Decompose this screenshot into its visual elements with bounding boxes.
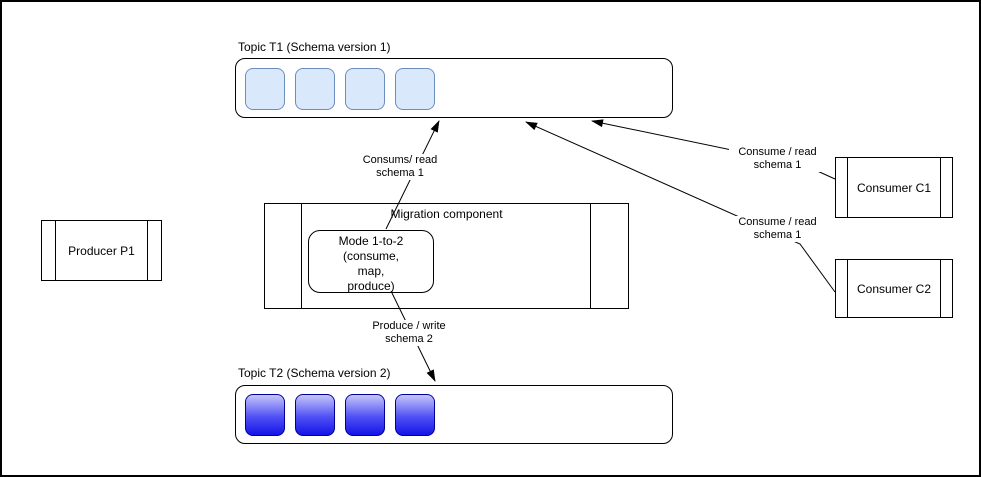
edge-label-c2-consume: Consume / read schema 1 <box>729 216 826 242</box>
edge-label-line: schema 1 <box>753 159 802 171</box>
t2-message-square <box>245 394 285 436</box>
process-bar <box>847 260 848 317</box>
edge-label-migration-consume: Consums/ read schema 1 <box>354 154 446 180</box>
process-bar <box>147 221 148 280</box>
t1-message-square <box>345 68 385 110</box>
producer-p1-label: Producer P1 <box>68 243 135 258</box>
t2-message-square <box>395 394 435 436</box>
topic-t2-container <box>235 385 673 444</box>
t1-message-square <box>395 68 435 110</box>
consumer-c2-label: Consumer C2 <box>856 281 932 296</box>
topic-t2-label: Topic T2 (Schema version 2) <box>238 366 391 380</box>
mode-line-3: map, <box>357 264 385 278</box>
process-bar <box>940 260 941 317</box>
consumer-c2-box: Consumer C2 <box>835 259 953 318</box>
edge-label-line: Produce / write <box>372 320 446 332</box>
edge-label-line: Consums/ read <box>362 154 438 166</box>
process-bar <box>301 204 302 308</box>
edge-label-line: schema 1 <box>376 167 424 179</box>
producer-p1-box: Producer P1 <box>41 220 162 281</box>
mode-1-to-2-box: Mode 1-to-2 (consume, map, produce) <box>308 230 434 293</box>
edge-label-c1-consume: Consume / read schema 1 <box>729 146 826 172</box>
edge-label-migration-produce: Produce / write schema 2 <box>363 320 455 346</box>
mode-line-4: produce) <box>347 279 395 293</box>
edge-label-line: schema 1 <box>753 229 802 241</box>
t2-message-square <box>345 394 385 436</box>
process-bar <box>847 158 848 217</box>
consumer-c1-label: Consumer C1 <box>856 180 932 195</box>
edge-label-line: schema 2 <box>385 333 433 345</box>
mode-line-2: (consume, <box>342 249 400 263</box>
process-bar <box>55 221 56 280</box>
consumer-c1-box: Consumer C1 <box>835 157 953 218</box>
edge-label-line: Consume / read <box>738 216 817 228</box>
edge-label-line: Consume / read <box>738 146 817 158</box>
t2-message-square <box>295 394 335 436</box>
mode-line-1: Mode 1-to-2 <box>338 234 404 248</box>
process-bar <box>940 158 941 217</box>
topic-t1-container <box>235 58 673 118</box>
migration-component-title: Migration component <box>390 207 503 221</box>
t1-message-square <box>245 68 285 110</box>
t1-message-square <box>295 68 335 110</box>
topic-t1-label: Topic T1 (Schema version 1) <box>238 40 391 54</box>
